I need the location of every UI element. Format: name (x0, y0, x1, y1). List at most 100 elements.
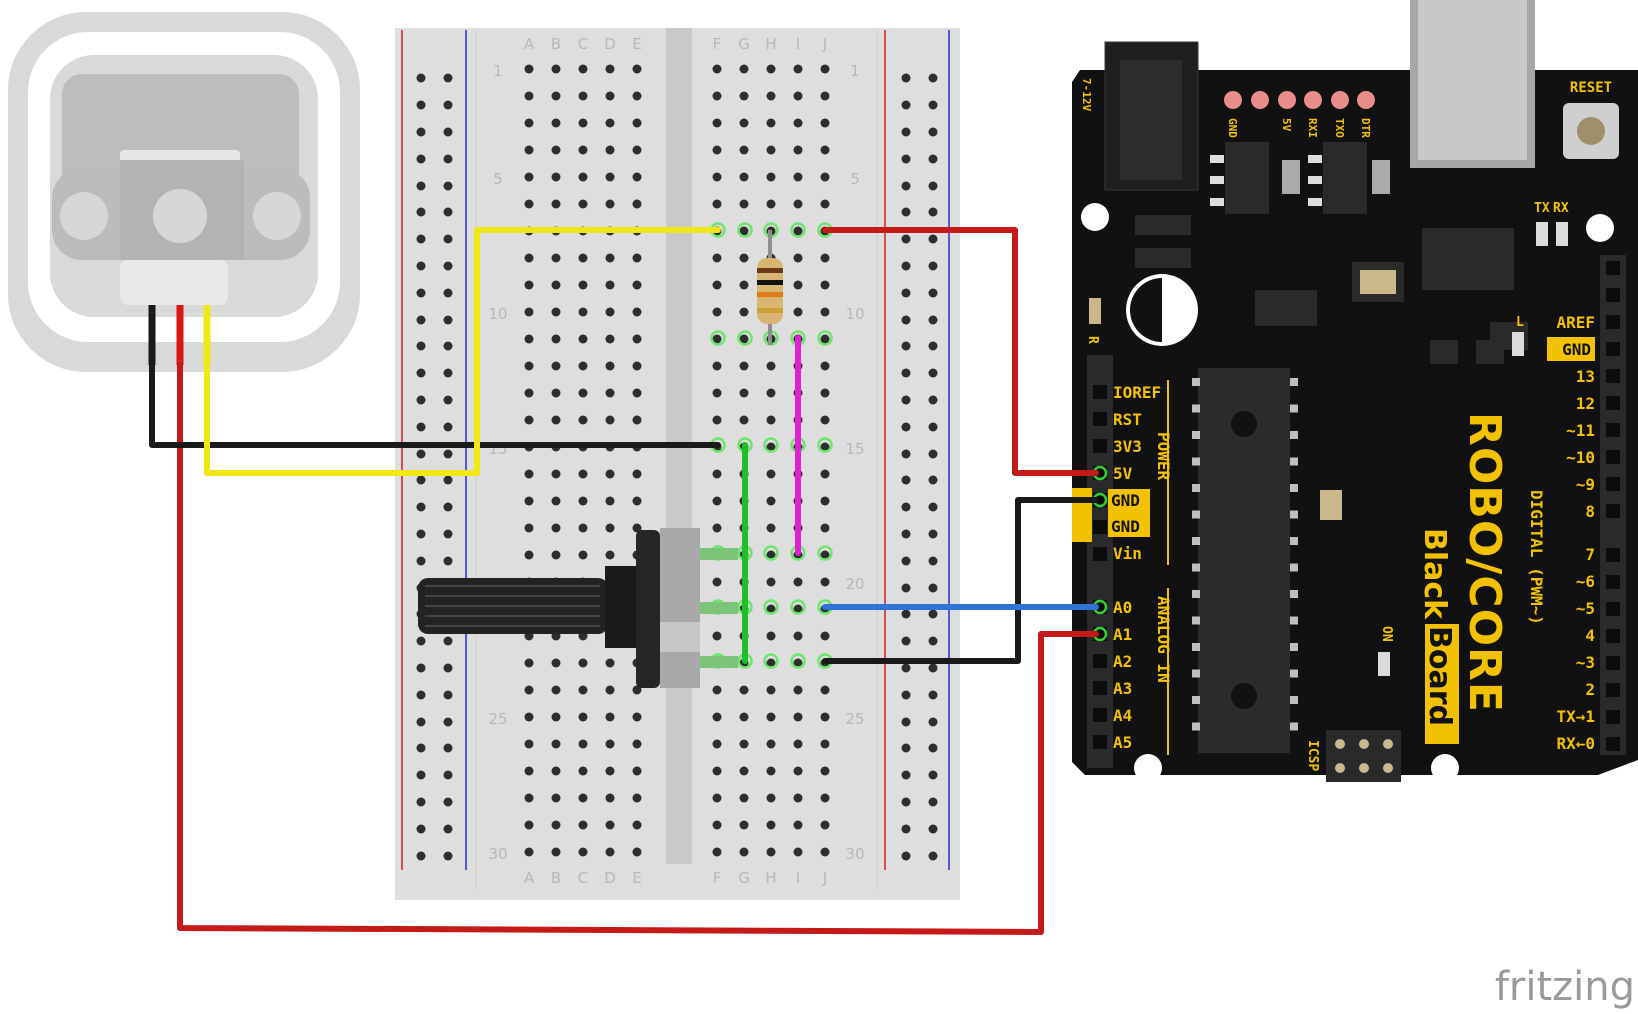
header-socket[interactable] (1606, 423, 1620, 437)
header-socket[interactable] (1606, 710, 1620, 724)
breadboard-hole (712, 766, 722, 776)
row-number-15-right: 15 (845, 440, 864, 458)
header-socket[interactable] (1606, 315, 1620, 329)
rail-hole (901, 609, 911, 619)
breadboard-hole (739, 820, 749, 830)
header-socket[interactable] (1606, 629, 1620, 643)
header-socket[interactable] (1606, 683, 1620, 697)
header-socket[interactable] (1093, 520, 1107, 534)
breadboard-hole (551, 253, 561, 263)
header-socket[interactable] (1606, 477, 1620, 491)
header-socket[interactable] (1093, 412, 1107, 426)
breadboard-hole (766, 820, 776, 830)
rail-hole (443, 341, 453, 351)
breadboard-hole (632, 334, 642, 344)
header-socket[interactable] (1606, 342, 1620, 356)
breadboard-hole (820, 64, 830, 74)
breadboard-hole (712, 361, 722, 371)
wires (149, 227, 1099, 935)
breadboard-hole (605, 91, 615, 101)
header-socket[interactable] (1606, 656, 1620, 670)
breadboard-hole (578, 118, 588, 128)
breadboard-hole (766, 739, 776, 749)
rail-hole (901, 422, 911, 432)
rail-hole (901, 73, 911, 83)
breadboard-hole (524, 469, 534, 479)
chip-pin (1192, 669, 1200, 678)
col-letter-a-bottom: A (524, 869, 535, 887)
header-socket[interactable] (1606, 396, 1620, 410)
rail-hole (928, 475, 938, 485)
rail-hole (416, 449, 426, 459)
breadboard-hole (793, 280, 803, 290)
header-socket[interactable] (1606, 548, 1620, 562)
rail-hole (901, 770, 911, 780)
header-socket[interactable] (1606, 737, 1620, 751)
brand-logo: ROBO/CORE (1459, 412, 1510, 713)
header-label-dtr: DTR (1359, 118, 1372, 138)
breadboard-hole (739, 226, 749, 236)
breadboard-hole (605, 334, 615, 344)
breadboard-hole (739, 64, 749, 74)
breadboard-hole (524, 820, 534, 830)
breadboard-hole (551, 766, 561, 776)
chip-pin (1192, 616, 1200, 625)
breadboard-hole (820, 739, 830, 749)
breadboard-hole (605, 496, 615, 506)
breadboard-hole (820, 361, 830, 371)
header-socket[interactable] (1093, 385, 1107, 399)
rail-hole (928, 395, 938, 405)
header-socket[interactable] (1606, 504, 1620, 518)
header-socket[interactable] (1093, 654, 1107, 668)
breadboard-hole (524, 712, 534, 722)
header-socket[interactable] (1606, 575, 1620, 589)
breadboard-hole (605, 820, 615, 830)
breadboard-hole (632, 766, 642, 776)
header-socket[interactable] (1093, 708, 1107, 722)
header-socket[interactable] (1606, 602, 1620, 616)
breadboard-hole (793, 658, 803, 668)
rail-hole (928, 100, 938, 110)
rail-hole (901, 234, 911, 244)
connected-hole-highlight (737, 222, 753, 238)
rail-hole (416, 663, 426, 673)
breadboard-hole (578, 307, 588, 317)
pin-label-gnd-digital: GND (1562, 340, 1591, 359)
rail-hole (901, 797, 911, 807)
header-socket[interactable] (1093, 439, 1107, 453)
breadboard-hole (605, 118, 615, 128)
rail-hole (416, 154, 426, 164)
breadboard-hole (766, 604, 776, 614)
breadboard-hole (766, 415, 776, 425)
breadboard-hole (632, 64, 642, 74)
header-socket[interactable] (1093, 681, 1107, 695)
rail-hole (928, 207, 938, 217)
breadboard-hole (739, 172, 749, 182)
header-socket[interactable] (1606, 369, 1620, 383)
row-number-10-right: 10 (845, 305, 864, 323)
header-socket[interactable] (1093, 547, 1107, 561)
connected-hole-highlight (710, 330, 726, 346)
rail-hole (901, 341, 911, 351)
breadboard-hole (632, 361, 642, 371)
breadboard-hole (820, 172, 830, 182)
header-socket[interactable] (1093, 735, 1107, 749)
breadboard-hole (605, 172, 615, 182)
breadboard-hole (766, 388, 776, 398)
breadboard-hole (551, 847, 561, 857)
header-socket[interactable] (1606, 288, 1620, 302)
analog-title: ANALOG IN (1154, 596, 1173, 683)
wire-black-breadboard-to-gnd (822, 497, 1099, 664)
breadboard-hole (820, 253, 830, 263)
header-socket[interactable] (1606, 450, 1620, 464)
rail-hole (928, 315, 938, 325)
connected-hole-highlight (817, 545, 833, 561)
breadboard-hole (605, 415, 615, 425)
rail-hole (928, 502, 938, 512)
breadboard-hole (820, 523, 830, 533)
rail-hole (443, 529, 453, 539)
breadboard-hole (578, 820, 588, 830)
col-letter-d-bottom: D (604, 869, 616, 887)
breadboard-hole (605, 307, 615, 317)
header-socket[interactable] (1606, 261, 1620, 275)
